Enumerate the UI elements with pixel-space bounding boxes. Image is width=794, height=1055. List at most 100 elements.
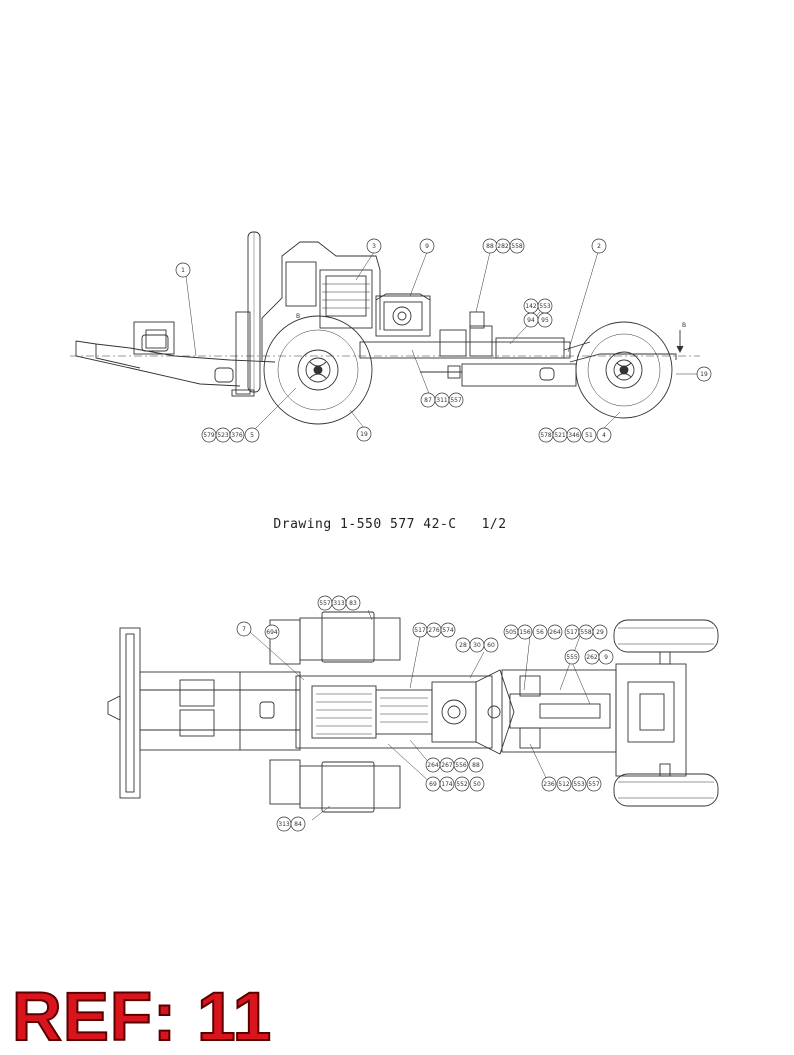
side-view-callout-number: 95	[541, 317, 549, 324]
top-view-balloon-circle	[345, 595, 361, 611]
top-view-balloon-circle	[541, 776, 557, 792]
top-view-callout-number: 236	[543, 781, 555, 788]
top-view-balloon-circle	[453, 757, 469, 773]
top-view-balloon-circle	[556, 776, 572, 792]
top-view-balloon-circle	[586, 776, 602, 792]
side-view-callout-number: 87	[424, 397, 432, 404]
top-view-callout-number: 552	[456, 781, 468, 788]
side-view-callout-number: 51	[585, 432, 593, 439]
side-view-balloon-circle	[581, 427, 597, 443]
side-view-balloon-circle	[596, 427, 612, 443]
side-view-callout-number: 4	[602, 432, 606, 439]
top-view-callout-number: 174	[441, 781, 453, 788]
side-view-callout-number: 521	[554, 432, 566, 439]
side-view-balloon-circle	[175, 262, 191, 278]
top-view-callout-number: 9	[604, 654, 608, 661]
side-view-balloon-circle	[591, 238, 607, 254]
top-view-callout-number: 556	[455, 762, 467, 769]
reference-label: REF: 11	[11, 978, 273, 1055]
top-view-callout-number: 558	[580, 629, 592, 636]
top-view-callout-number: 555	[566, 654, 578, 661]
top-view-balloon-circle	[469, 776, 485, 792]
top-view-callout-number: 517	[566, 629, 578, 636]
top-view-callout-number: 84	[294, 821, 302, 828]
side-view-callout-number: B	[682, 322, 686, 329]
top-view-callout-number: 553	[573, 781, 585, 788]
side-view-balloon-circle	[229, 427, 245, 443]
top-view-balloon-circle	[440, 622, 456, 638]
top-view-balloon-circle	[571, 776, 587, 792]
top-view-balloon-circle	[468, 757, 484, 773]
side-view-callout-number: 3	[372, 243, 376, 250]
side-view-callout-number: 5	[250, 432, 254, 439]
side-view-callout-number: 376	[231, 432, 243, 439]
top-view-balloon-circle	[598, 649, 614, 665]
side-view-callout-number: 2	[597, 243, 601, 250]
top-view-callout-number: 30	[473, 642, 481, 649]
top-view-callout-number: 69	[429, 781, 437, 788]
top-view-callout-number: 29	[596, 629, 604, 636]
side-view-callout-number: 142	[525, 303, 537, 310]
top-view-balloon-circle	[439, 776, 455, 792]
top-view-balloon-circle	[517, 624, 533, 640]
top-view-callout-number: 264	[427, 762, 439, 769]
top-view-callout-number: 83	[349, 600, 357, 607]
top-view-callout-number: 557	[588, 781, 600, 788]
side-view-callout-number: 558	[511, 243, 523, 250]
top-view-callout-number: 512	[558, 781, 570, 788]
side-view-callout-number: 88	[486, 243, 494, 250]
top-view-callout-number: 574	[442, 627, 454, 634]
section-marker: B	[296, 313, 300, 320]
side-view-balloon-circle	[537, 312, 553, 328]
side-view-callout-number: 9	[425, 243, 429, 250]
top-view-balloon-circle	[564, 649, 580, 665]
top-view-balloon-circle	[547, 624, 563, 640]
top-view-balloon-circle	[236, 621, 252, 637]
side-view-callout-number: 94	[527, 317, 535, 324]
side-view-callout-number: 579	[203, 432, 215, 439]
top-view-callout-number: 28	[459, 642, 467, 649]
top-view-callout-number: 60	[487, 642, 495, 649]
top-view-balloon-circle	[290, 816, 306, 832]
side-view-balloon-circle	[244, 427, 260, 443]
side-view-callout-number: 1	[181, 267, 185, 274]
top-view-balloon-circle	[483, 637, 499, 653]
side-view-callout-number: 311	[436, 397, 448, 404]
top-view-callout-number: 557	[319, 600, 331, 607]
side-view-callout-number: 578	[540, 432, 552, 439]
side-view-balloon-circle	[366, 238, 382, 254]
top-view-callout-number: 267	[441, 762, 453, 769]
top-view-balloon-circle	[454, 776, 470, 792]
side-view-callout-number: 19	[360, 431, 368, 438]
side-view-balloon-circle	[356, 426, 372, 442]
top-view-balloon-circle	[592, 624, 608, 640]
side-view-callout-number: 553	[539, 303, 551, 310]
side-view-balloon-circle	[419, 238, 435, 254]
top-view-callout-number: 276	[428, 627, 440, 634]
side-view-balloon-circle	[448, 392, 464, 408]
top-view-callout-number: 694	[266, 629, 278, 636]
top-view-callout-number: 262	[586, 654, 598, 661]
top-view-callout-number: 505	[505, 629, 517, 636]
top-view-callout-number: 56	[536, 629, 544, 636]
side-view-callout-number: 346	[568, 432, 580, 439]
side-view-callout-number: 282	[497, 243, 509, 250]
side-view-callout-number: 19	[700, 371, 708, 378]
side-view	[70, 231, 700, 433]
top-view-callout-number: 313	[278, 821, 290, 828]
drawing-caption: Drawing 1-550 577 42-C 1/2	[273, 517, 507, 532]
top-view-callout-number: 50	[473, 781, 481, 788]
top-view-callout-number: 156	[519, 629, 531, 636]
top-view-callout-number: 7	[242, 626, 246, 633]
side-view-callout-number: 523	[217, 432, 229, 439]
side-view-balloon-circle	[509, 238, 525, 254]
top-view-callout-number: 264	[549, 629, 561, 636]
top-view-balloon-circle	[264, 624, 280, 640]
top-view-balloon-circle	[532, 624, 548, 640]
side-view-balloon-circle	[696, 366, 712, 382]
side-view-callout-number: 557	[450, 397, 462, 404]
top-view	[107, 609, 719, 821]
top-view-callout-number: 313	[333, 600, 345, 607]
